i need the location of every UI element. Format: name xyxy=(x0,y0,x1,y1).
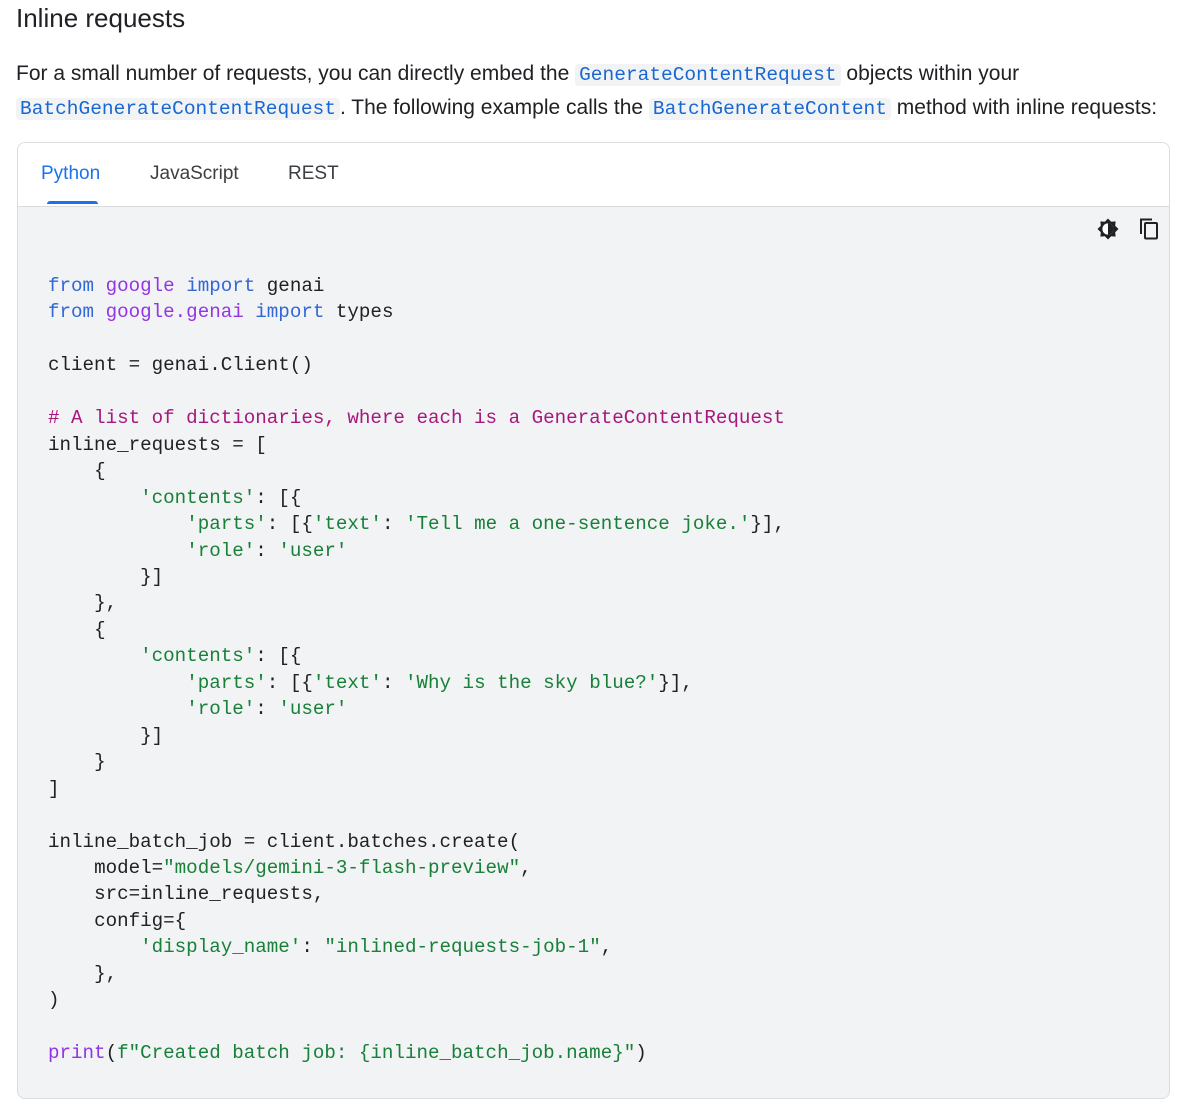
code-comment: # A list of dictionaries, where each is … xyxy=(48,407,785,430)
code-line: }, xyxy=(94,962,118,985)
intro-text: objects within your xyxy=(840,62,1020,85)
code-line: }] xyxy=(140,565,164,588)
code-line: from google import genai xyxy=(48,275,325,297)
code-line: config={ xyxy=(94,909,187,932)
code-line: 'parts': [{'text': 'Why is the sky blue?… xyxy=(186,671,693,694)
code-line: }] xyxy=(140,724,164,747)
inline-code-generate-content-request: GenerateContentRequest xyxy=(575,64,841,86)
language-tabs: Python JavaScript REST xyxy=(18,143,1169,207)
code-line: model="models/gemini-3-flash-preview", xyxy=(94,856,532,879)
code-line: inline_requests = [ xyxy=(48,433,267,456)
active-tab-indicator xyxy=(47,201,98,204)
tab-python[interactable]: Python xyxy=(41,163,101,184)
code-line: from google.genai import types xyxy=(48,301,394,324)
inline-code-batch-generate-content: BatchGenerateContent xyxy=(648,97,891,120)
code-line: 'display_name': "inlined-requests-job-1"… xyxy=(140,936,613,959)
tab-rest[interactable]: REST xyxy=(288,163,339,184)
code-sample-panel: Python JavaScript REST from google impor… xyxy=(17,142,1170,1099)
code-line: 'contents': [{ xyxy=(140,486,302,509)
code-line: }, xyxy=(94,592,118,615)
code-line: 'role': 'user' xyxy=(186,698,348,721)
copy-icon[interactable] xyxy=(1137,217,1161,241)
tab-javascript[interactable]: JavaScript xyxy=(150,163,239,184)
section-heading: Inline requests xyxy=(16,3,186,33)
code-line: 'role': 'user' xyxy=(186,539,348,562)
code-line: { xyxy=(94,460,106,483)
code-line: ] xyxy=(48,777,60,800)
code-line: print(f"Created batch job: {inline_batch… xyxy=(48,1042,647,1065)
intro-text: method with inline requests: xyxy=(890,95,1158,119)
intro-text: . The following example calls the xyxy=(339,95,649,119)
code-line: inline_batch_job = client.batches.create… xyxy=(48,830,521,853)
code-line: 'contents': [{ xyxy=(140,645,302,668)
intro-text: For a small number of requests, you can … xyxy=(16,62,576,85)
code-line: ) xyxy=(48,989,60,1012)
intro-paragraph: For a small number of requests, you can … xyxy=(16,58,1186,125)
code-line: 'parts': [{'text': 'Tell me a one-senten… xyxy=(186,513,785,536)
inline-code-batch-generate-content-request: BatchGenerateContentRequest xyxy=(16,97,340,120)
code-line: src=inline_requests, xyxy=(94,883,325,906)
code-block: from google import genai from google.gen… xyxy=(48,273,785,1067)
code-line: } xyxy=(94,751,106,774)
dark-mode-icon[interactable] xyxy=(1096,217,1120,241)
code-line: { xyxy=(94,618,106,641)
code-line: client = genai.Client() xyxy=(48,354,313,377)
